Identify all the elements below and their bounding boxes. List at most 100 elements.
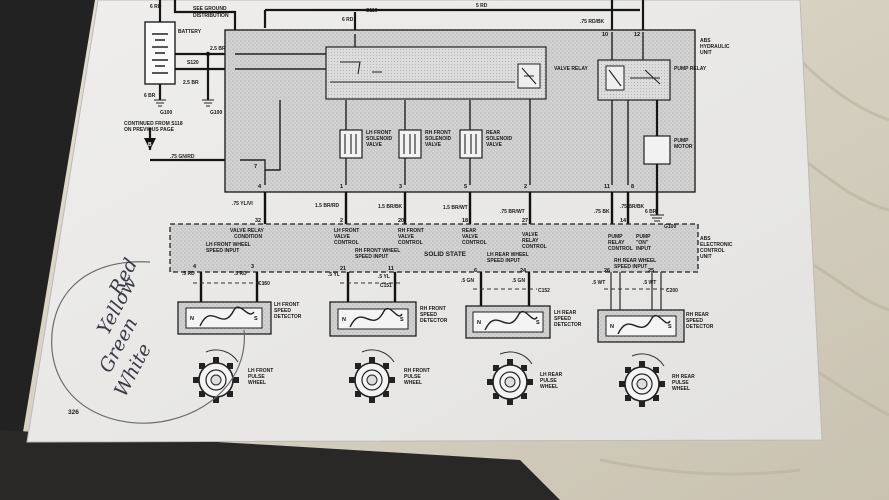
wire-15brwt-label: 1.5 BR/WT — [443, 205, 468, 211]
ecu-title: CONTROL — [700, 248, 725, 254]
g100-right-label: G100 — [210, 110, 222, 116]
ecu-rear-valve-control: CONTROL — [462, 240, 487, 246]
svg-text:S: S — [400, 317, 404, 323]
rh-rear-wheel-label: RH REAR — [672, 374, 695, 380]
rh-rear-wheel-label: WHEEL — [672, 386, 690, 392]
background-dark-surface — [0, 0, 220, 500]
page-number: 326 — [68, 409, 79, 416]
valve-relay-box — [325, 46, 547, 100]
pin-26: 26 — [604, 268, 610, 274]
ecu-lh-rear-speed-input: LH REAR WHEEL — [487, 252, 529, 258]
lf-wire-label-b: .5 RD — [234, 271, 247, 277]
rh-rear-pulse-wheel — [619, 353, 665, 407]
ecu-pump-relay-control: PUMP — [608, 234, 623, 240]
top-section — [144, 0, 645, 163]
lh-rear-wheel-label: PULSE — [540, 378, 557, 384]
ecu-pump-on-input: PUMP — [636, 234, 651, 240]
rh-front-detector-label: DETECTOR — [420, 318, 448, 324]
rear-valve-label: SOLENOID — [486, 136, 513, 142]
ecu-valve-relay-control: CONTROL — [522, 244, 547, 250]
g100-left-label: G100 — [160, 110, 172, 116]
lh-rear-detector-label: DETECTOR — [554, 322, 582, 328]
pump-relay-label: PUMP RELAY — [674, 66, 707, 72]
ecu-valve-relay-condition: VALVE RELAY — [230, 228, 264, 234]
ecu-rear-valve-control: VALVE — [462, 234, 479, 240]
pin-4: 4 — [258, 184, 262, 190]
wire-6br-pump-label: 6 BR — [645, 209, 657, 215]
abs-hydraulic-label-3: UNIT — [700, 50, 712, 56]
background-dark-bottom — [0, 430, 560, 500]
wire-75brwt-label: .75 BR/WT — [500, 209, 525, 215]
abs-electronic-control-unit — [169, 223, 699, 273]
svg-text:N: N — [190, 316, 194, 322]
rh-front-pulse-wheel — [349, 349, 395, 403]
ecu-rh-front-speed-input: SPEED INPUT — [355, 254, 388, 260]
ecu-pump-on-input: "ON" — [636, 240, 649, 246]
pin-7: 7 — [254, 164, 257, 170]
pin-4b: 4 — [193, 264, 197, 270]
rh-front-wheel-label: PULSE — [404, 374, 421, 380]
pin-10: 10 — [602, 32, 608, 38]
valve-relay-label: VALVE RELAY — [554, 66, 588, 72]
pin-1: 1 — [340, 184, 343, 190]
ecu-pump-relay-control: RELAY — [608, 240, 625, 246]
connector-b-label: B — [148, 142, 152, 148]
pin-25: 25 — [648, 268, 654, 274]
wire-6br-label: 6 BR — [144, 93, 156, 99]
pump-motor-label-2: MOTOR — [674, 144, 693, 150]
c150-label: C150 — [258, 281, 270, 287]
rear-valve-label: REAR — [486, 130, 501, 136]
pin-3b: 3 — [251, 264, 254, 270]
lh-front-valve-label: SOLENOID — [366, 136, 393, 142]
see-ground-label: SEE GROUND — [193, 6, 227, 12]
c152-label: C152 — [538, 288, 550, 294]
pump-motor-label-1: PUMP — [674, 138, 689, 144]
lh-front-wheel-label: WHEEL — [248, 380, 266, 386]
pin-20: 20 — [398, 218, 404, 224]
rear-valve-label: VALVE — [486, 142, 503, 148]
pin-27: 27 — [522, 218, 528, 224]
ecu-pump-on-input: INPUT — [636, 246, 651, 252]
pin-24: 24 — [520, 268, 527, 274]
s120-label: S120 — [187, 60, 199, 66]
c200-label: C200 — [666, 288, 678, 294]
rr-wire-label: .5 WT — [592, 280, 605, 286]
svg-text:S: S — [536, 320, 540, 326]
ecu-rear-valve-control: REAR — [462, 228, 477, 234]
ecu-valve-relay-control: VALVE — [522, 232, 539, 238]
solenoid-valves — [339, 129, 483, 159]
pin-14: 14 — [620, 218, 627, 224]
c151-label: C151 — [380, 283, 392, 289]
svg-text:N: N — [610, 324, 614, 330]
rh-front-detector-label: SPEED — [420, 312, 437, 318]
ecu-title: ELECTRONIC — [700, 242, 733, 248]
lh-front-detector-label: DETECTOR — [274, 314, 302, 320]
abs-hydraulic-label-2: HYDRAULIC — [700, 44, 730, 50]
labels: 6 RD SEE GROUND DISTRIBUTION BATTERY 6 R… — [68, 3, 733, 416]
pin-18: 18 — [462, 218, 468, 224]
wire-15brbk-label: 1.5 BR/BK — [378, 204, 403, 210]
wire-15brrd-label: 1.5 BR/RD — [315, 203, 340, 209]
s116-label: S116 — [366, 8, 378, 14]
ecu-valve-relay-control: RELAY — [522, 238, 539, 244]
ecu-lh-front-speed-input: SPEED INPUT — [206, 248, 239, 254]
pin-3: 3 — [399, 184, 402, 190]
wire-25br-b-label: 2.5 BR — [183, 80, 199, 86]
pin-12: 12 — [634, 32, 640, 38]
ecu-title: UNIT — [700, 254, 712, 260]
distribution-label: DISTRIBUTION — [193, 13, 229, 19]
ecu-lh-front-valve-control: VALVE — [334, 234, 351, 240]
pin-8: 8 — [631, 184, 634, 190]
ecu-pump-relay-control: CONTROL — [608, 246, 633, 252]
rh-rear-detector-label: DETECTOR — [686, 324, 714, 330]
rh-front-wheel-label: RH FRONT — [404, 368, 430, 374]
rh-front-wheel-label: WHEEL — [404, 380, 422, 386]
lr-wire-label-b: .5 GN — [512, 278, 525, 284]
lh-front-detector-label: LH FRONT — [274, 302, 299, 308]
previous-page-label: ON PREVIOUS PAGE — [124, 127, 175, 133]
shield-dashes — [193, 282, 668, 290]
pin-32: 32 — [255, 218, 261, 224]
svg-text:S: S — [254, 316, 258, 322]
